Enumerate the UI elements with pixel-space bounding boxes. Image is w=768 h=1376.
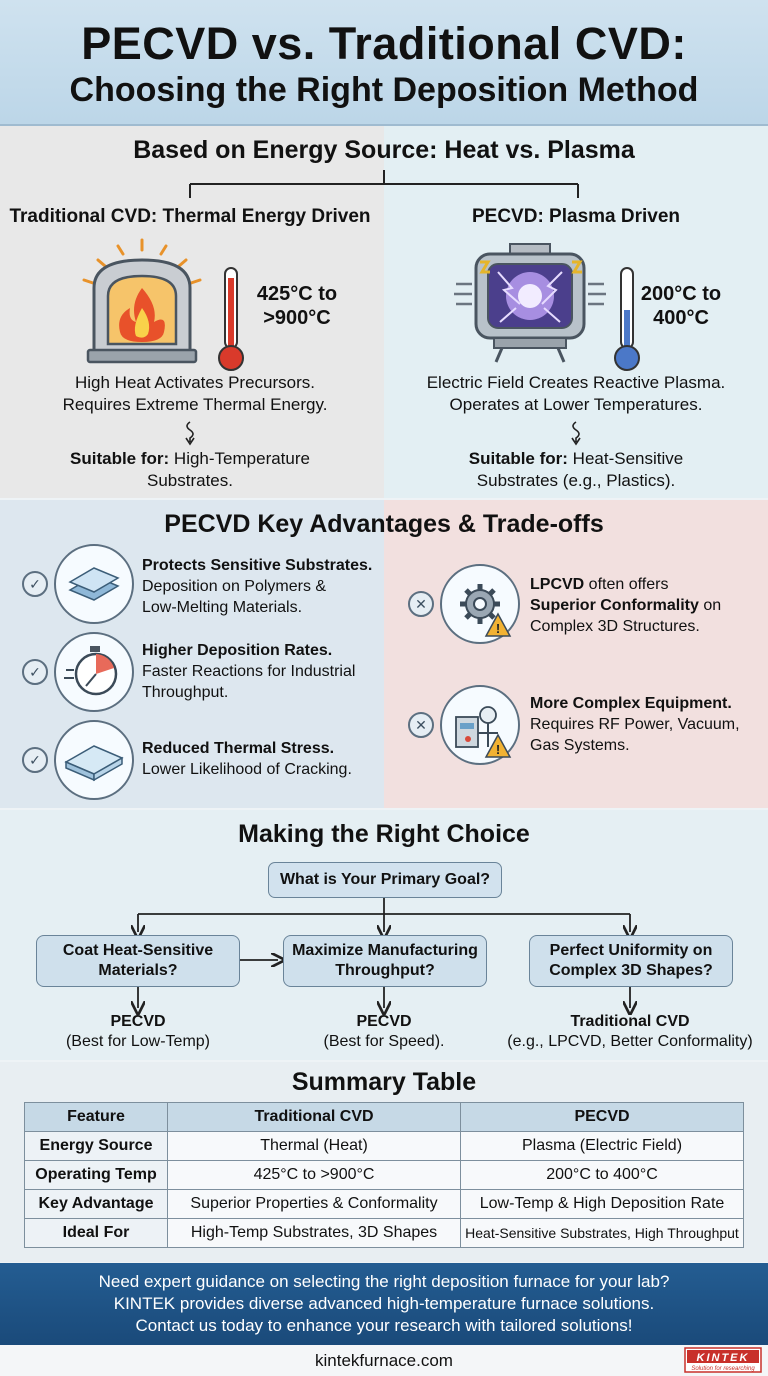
advantages-section: PECVD Key Advantages & Trade-offs ✓ Prot… [0, 500, 768, 808]
table-cell: Operating Temp [24, 1160, 168, 1190]
title-banner: PECVD vs. Traditional CVD: Choosing the … [0, 0, 768, 126]
choice-heat-sensitive: Coat Heat-Sensitive Materials? [36, 935, 240, 987]
branch-connector [189, 170, 579, 198]
summary-section: Summary Table Feature Traditional CVD PE… [0, 1062, 768, 1262]
pecvd-title: PECVD: Plasma Driven [471, 206, 681, 227]
table-row: Ideal For High-Temp Substrates, 3D Shape… [24, 1218, 744, 1248]
table-cell: Thermal (Heat) [167, 1131, 461, 1161]
stopwatch-icon [54, 632, 134, 712]
cvd-squiggle-arrow-icon [185, 421, 195, 446]
cta-banner: Need expert guidance on selecting the ri… [0, 1263, 768, 1345]
table-cell: Key Advantage [24, 1189, 168, 1219]
pro-thermal-stress: Reduced Thermal Stress. Lower Likelihood… [142, 740, 352, 778]
pecvd-description: Electric Field Creates Reactive Plasma. … [426, 373, 726, 414]
glass-plate-icon [54, 720, 134, 800]
cta-line: Contact us today to enhance your researc… [135, 1316, 633, 1335]
cvd-suitable-for: Suitable for: High-Temperature Substrate… [70, 449, 310, 490]
table-cell: High-Temp Substrates, 3D Shapes [167, 1218, 461, 1248]
hot-thermometer-icon [218, 267, 244, 371]
cross-icon: ✕ [408, 591, 434, 617]
result-uniformity: Traditional CVD (e.g., LPCVD, Better Con… [507, 1013, 753, 1050]
summary-heading: Summary Table [291, 1068, 477, 1096]
table-cell: Superior Properties & Conformality [167, 1189, 461, 1219]
svg-text:!: ! [496, 742, 500, 757]
energy-source-section: Based on Energy Source: Heat vs. Plasma … [0, 126, 768, 498]
choice-section: Making the Right Choice What is Your Pri… [0, 810, 768, 1060]
table-row: Key Advantage Superior Properties & Conf… [24, 1189, 744, 1219]
table-cell: Plasma (Electric Field) [460, 1131, 744, 1161]
choice-uniformity: Perfect Uniformity on Complex 3D Shapes? [529, 935, 733, 987]
result-heat-sensitive: PECVD (Best for Low-Temp) [65, 1013, 211, 1050]
check-icon: ✓ [22, 747, 48, 773]
header-cell: Feature [24, 1102, 168, 1132]
cons-panel [384, 500, 768, 808]
check-icon: ✓ [22, 659, 48, 685]
equipment-warning-icon: ! [440, 685, 520, 765]
advantages-heading: PECVD Key Advantages & Trade-offs [164, 510, 604, 538]
choice-throughput: Maximize Manufacturing Throughput? [283, 935, 487, 987]
svg-text:KINTEK: KINTEK [697, 1352, 750, 1364]
table-cell: Heat-Sensitive Substrates, High Throughp… [460, 1218, 744, 1248]
choice-heading: Making the Right Choice [238, 820, 530, 848]
table-cell: Ideal For [24, 1218, 168, 1248]
cvd-title: Traditional CVD: Thermal Energy Driven [9, 206, 371, 227]
energy-heading: Based on Energy Source: Heat vs. Plasma [133, 136, 635, 164]
table-cell: 425°C to >900°C [167, 1160, 461, 1190]
svg-text:Solution for researching: Solution for researching [691, 1366, 755, 1372]
con-lpcvd-conformality: LPCVD often offers Superior Conformality… [530, 576, 722, 635]
substrate-layers-icon [54, 544, 134, 624]
table-cell: 200°C to 400°C [460, 1160, 744, 1190]
header-cell: Traditional CVD [167, 1102, 461, 1132]
table-cell: Low-Temp & High Deposition Rate [460, 1189, 744, 1219]
con-complex-equipment: More Complex Equipment. Requires RF Powe… [530, 695, 740, 754]
cool-thermometer-icon [614, 267, 640, 371]
cross-icon: ✕ [408, 712, 434, 738]
furnace-icon [82, 238, 202, 364]
table-cell: Energy Source [24, 1131, 168, 1161]
pecvd-suitable-for: Suitable for: Heat-Sensitive Substrates … [468, 449, 684, 490]
svg-text:!: ! [496, 621, 500, 636]
footer: kintekfurnace.com KINTEK Solution for re… [0, 1345, 768, 1376]
plasma-chamber-icon [454, 243, 606, 363]
cvd-description: High Heat Activates Precursors. Requires… [62, 373, 328, 414]
pecvd-squiggle-arrow-icon [571, 421, 581, 446]
cvd-temp-range: 425°C to >900°C [256, 283, 338, 329]
page-subtitle: Choosing the Right Deposition Method [69, 71, 699, 109]
table-row: Operating Temp 425°C to >900°C 200°C to … [24, 1160, 744, 1190]
cta-line: KINTEK provides diverse advanced high-te… [113, 1294, 655, 1313]
check-icon: ✓ [22, 571, 48, 597]
flowchart-connectors [0, 898, 768, 1060]
gear-warning-icon: ! [440, 564, 520, 644]
result-throughput: PECVD (Best for Speed). [323, 1013, 445, 1050]
primary-goal-box: What is Your Primary Goal? [268, 862, 502, 898]
page-title: PECVD vs. Traditional CVD: [81, 18, 687, 69]
pro-protects-substrates: Protects Sensitive Substrates. Depositio… [142, 557, 373, 616]
website-link[interactable]: kintekfurnace.com [315, 1351, 453, 1370]
table-row: Energy Source Thermal (Heat) Plasma (Ele… [24, 1131, 744, 1161]
cta-line: Need expert guidance on selecting the ri… [98, 1272, 670, 1291]
table-header-row: Feature Traditional CVD PECVD [24, 1102, 744, 1132]
kintek-logo: KINTEK Solution for researching [684, 1347, 762, 1373]
header-cell: PECVD [460, 1102, 744, 1132]
pro-deposition-rates: Higher Deposition Rates. Faster Reaction… [142, 642, 356, 701]
pecvd-temp-range: 200°C to 400°C [640, 283, 722, 329]
summary-table: Feature Traditional CVD PECVD Energy Sou… [24, 1102, 744, 1248]
